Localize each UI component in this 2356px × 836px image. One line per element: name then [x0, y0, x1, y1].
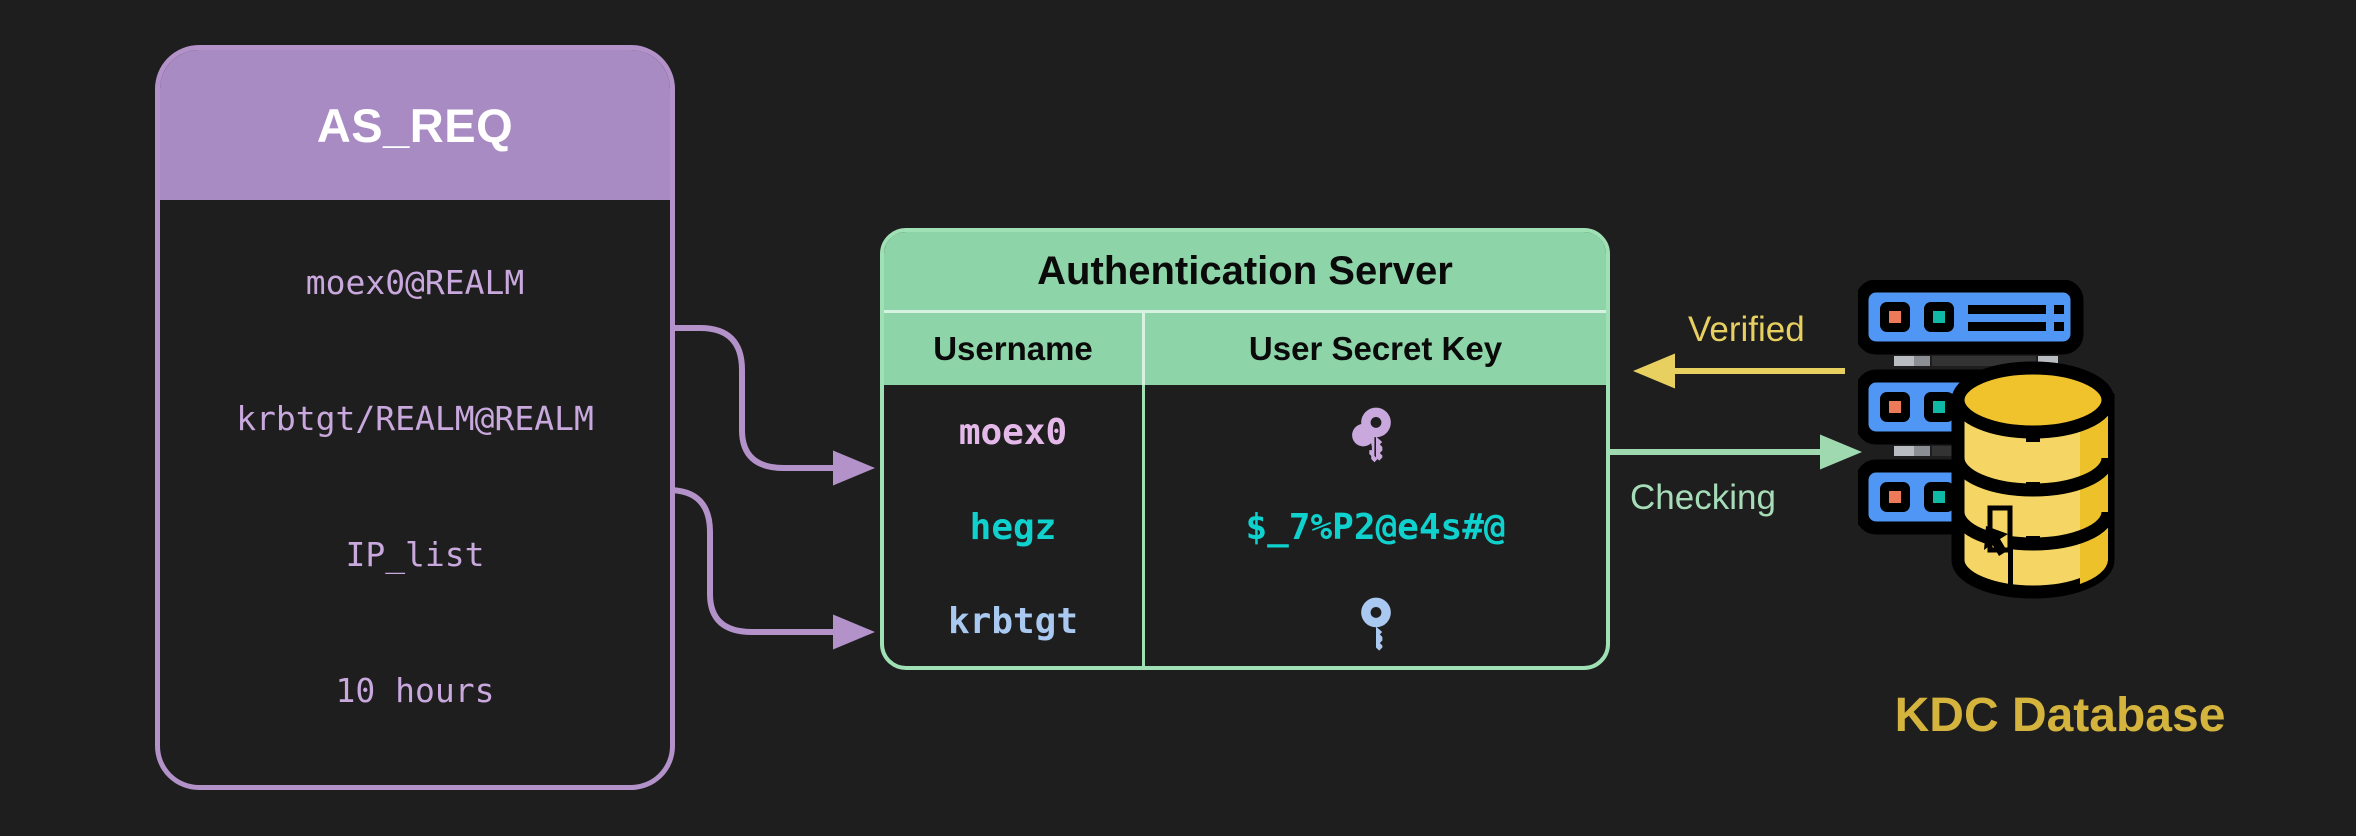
as-req-field-service: krbtgt/REALM@REALM [236, 398, 594, 438]
cell-secret-key [1142, 385, 1606, 480]
arrow-label-checking: Checking [1630, 478, 1776, 517]
cell-secret-key [1142, 574, 1606, 666]
username-value: krbtgt [947, 601, 1079, 643]
as-req-body: moex0@REALM krbtgt/REALM@REALM IP_list 1… [160, 200, 670, 785]
column-header-user-secret-key: User Secret Key [1142, 313, 1606, 385]
key-icon [1349, 595, 1403, 651]
arrow-label-verified: Verified [1688, 310, 1805, 349]
as-req-card: AS_REQ moex0@REALM krbtgt/REALM@REALM IP… [155, 45, 675, 790]
table-row: hegz $_7%P2@e4s#@ [884, 479, 1606, 575]
server-unit-1 [1855, 279, 2084, 355]
username-value: moex0 [958, 411, 1068, 453]
username-value: hegz [969, 506, 1057, 548]
table-row: moex0 [884, 385, 1606, 480]
column-header-username: Username [933, 330, 1093, 367]
as-req-title: AS_REQ [316, 98, 514, 152]
as-req-field-principal: moex0@REALM [305, 262, 525, 302]
authentication-server-title-bar: Authentication Server [884, 232, 1606, 310]
auth-table-header-row: Username User Secret Key [884, 310, 1606, 385]
key-icon [1349, 405, 1403, 463]
kdc-database-icon [1855, 279, 2188, 650]
database-cylinder [1951, 361, 2115, 599]
cell-username: krbtgt [884, 574, 1142, 666]
table-row: krbtgt [884, 574, 1606, 666]
authentication-server-card: Authentication Server Username User Secr… [880, 228, 1610, 670]
as-req-header: AS_REQ [160, 50, 670, 200]
cell-username: moex0 [884, 385, 1142, 480]
auth-table-body: moex0 hegz [884, 385, 1606, 666]
as-req-field-lifetime: 10 hours [335, 671, 495, 711]
cell-username: hegz [884, 480, 1142, 575]
as-req-field-ip-list: IP_list [345, 535, 485, 575]
cell-secret-key: $_7%P2@e4s#@ [1142, 479, 1606, 575]
kdc-database-label: KDC Database [1894, 689, 2226, 742]
secret-key-value: $_7%P2@e4s#@ [1245, 506, 1506, 548]
rack-separator-1 [1894, 356, 2058, 366]
authentication-server-title: Authentication Server [1037, 248, 1453, 293]
